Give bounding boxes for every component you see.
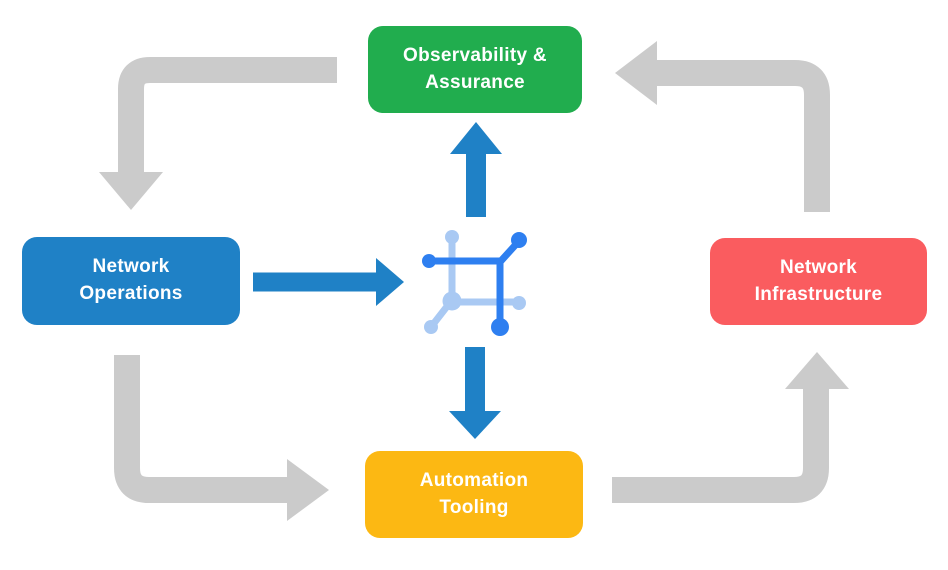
arrow-infrastructure-to-observability [615,41,830,212]
network-hub-icon [422,230,527,336]
arrow-operations-to-hub [253,258,404,306]
node-label-line: Infrastructure [754,283,883,305]
arrow-observability-to-operations [99,57,337,210]
node-label-line: Network [779,256,858,278]
arrow-hub-to-observability [450,122,502,217]
node-automation-tooling: Automation Tooling [365,451,583,538]
node-label-line: Tooling [439,496,509,518]
node-network-operations: Network Operations [22,237,240,325]
network-hub-icon-light-nodes [424,230,526,334]
node-label-line: Automation [419,469,529,491]
node-network-infrastructure: Network Infrastructure [710,238,927,325]
node-label-line: Network [92,256,170,278]
node-label-line: Assurance [425,71,525,93]
node-observability-assurance: Observability & Assurance [368,26,582,113]
node-label-line: Operations [79,283,183,304]
arrow-operations-to-automation [114,355,329,521]
arrow-automation-to-infrastructure [612,352,849,503]
node-label-line: Observability & [403,44,547,66]
arrow-hub-to-automation [449,347,501,439]
network-hub-icon-dark-nodes [422,232,527,336]
